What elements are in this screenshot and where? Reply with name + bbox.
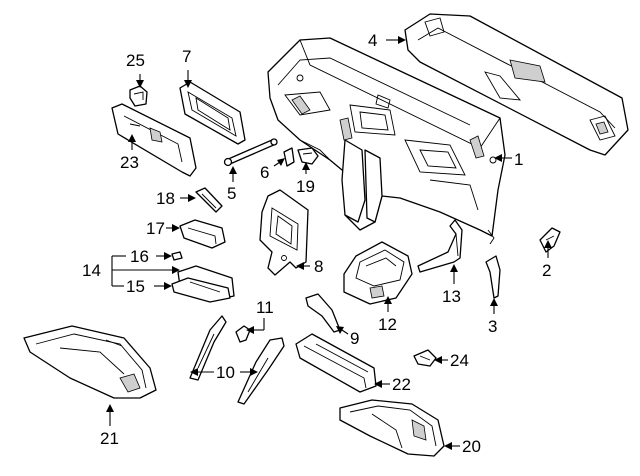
callout-3: 3 <box>488 317 497 336</box>
callout-13: 13 <box>442 287 461 306</box>
leader-lines <box>106 36 552 450</box>
callout-22: 22 <box>392 375 411 394</box>
callout-7: 7 <box>182 47 191 66</box>
callout-15: 15 <box>126 277 145 296</box>
callout-8: 8 <box>314 257 323 276</box>
part-4-dash-pad <box>404 13 629 156</box>
callout-1: 1 <box>514 150 523 169</box>
callout-12: 12 <box>378 315 397 334</box>
part-23-side-cover <box>111 103 197 177</box>
callout-20: 20 <box>462 437 481 456</box>
callout-10: 10 <box>216 363 235 382</box>
part-10-side-trim <box>189 315 285 405</box>
part-8-center-bracket <box>259 189 309 276</box>
callout-9: 9 <box>350 329 359 348</box>
callout-4: 4 <box>368 31 377 50</box>
callout-25: 25 <box>126 51 145 70</box>
callout-labels: 1 2 3 4 5 6 7 8 9 10 11 12 13 14 15 16 1… <box>82 31 551 456</box>
part-18-small-cover <box>195 187 223 213</box>
part-13-brace <box>417 219 463 273</box>
part-22-tray <box>295 333 377 393</box>
part-21-lower-cover <box>23 325 157 399</box>
callout-6: 6 <box>260 163 269 182</box>
part-14-15-panel <box>171 265 235 303</box>
part-12-console-box <box>343 241 413 305</box>
callout-18: 18 <box>156 189 175 208</box>
part-19-knob <box>297 147 319 165</box>
part-1-instrument-panel <box>267 37 506 245</box>
callout-14: 14 <box>82 261 101 280</box>
part-25-clip <box>129 85 148 107</box>
part-20-lower-cover <box>339 399 445 457</box>
part-2-bracket <box>539 227 561 253</box>
callout-21: 21 <box>100 429 119 448</box>
part-16-clip <box>171 251 183 261</box>
callout-2: 2 <box>542 261 551 280</box>
part-9-strip <box>305 293 341 333</box>
callout-5: 5 <box>227 184 236 203</box>
part-7-bezel <box>179 81 246 145</box>
callout-17: 17 <box>146 219 165 238</box>
callout-24: 24 <box>450 351 469 370</box>
part-11-clip <box>235 325 251 343</box>
part-17-pocket <box>179 219 226 249</box>
callout-19: 19 <box>296 177 315 196</box>
callout-23: 23 <box>120 153 139 172</box>
callout-16: 16 <box>130 247 149 266</box>
callout-11: 11 <box>256 298 274 317</box>
part-24-clip <box>413 349 437 367</box>
part-6-small-bracket <box>283 147 295 167</box>
part-3-hook <box>485 255 501 299</box>
part-5-rod <box>223 138 278 167</box>
